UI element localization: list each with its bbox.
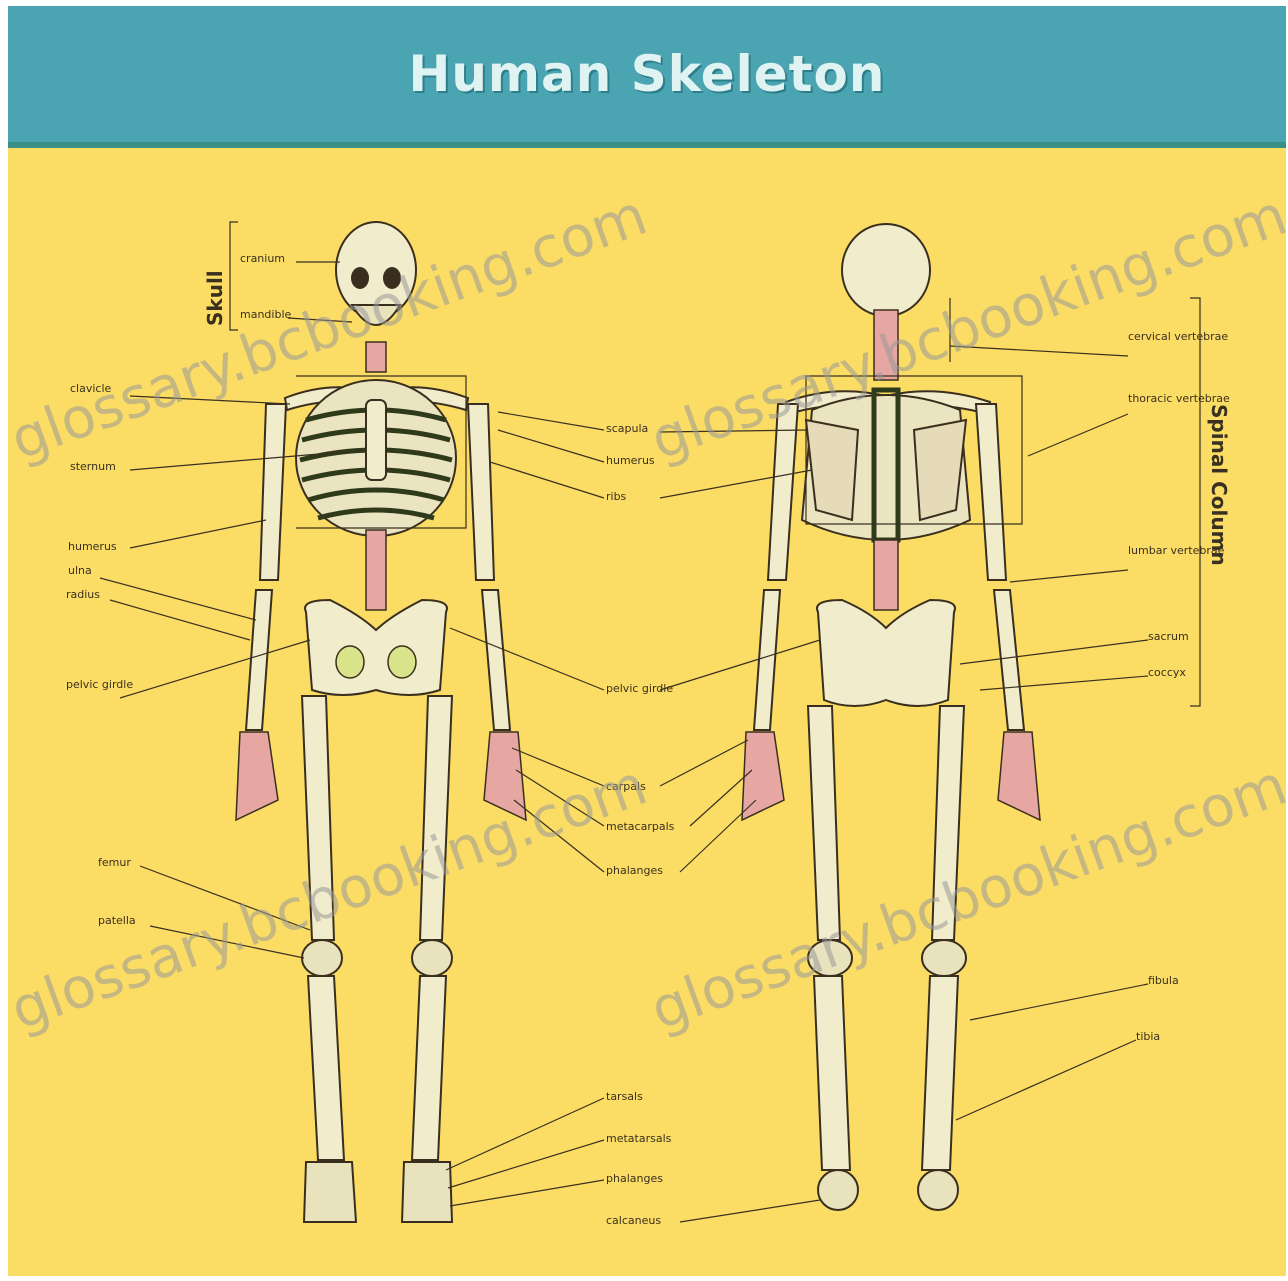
front-right-humerus xyxy=(468,404,494,580)
back-right-heel xyxy=(918,1170,958,1210)
label-ribs: ribs xyxy=(606,490,627,503)
label-tibia: tibia xyxy=(1136,1030,1160,1043)
line-ribs xyxy=(490,462,604,498)
line-pelvis-back xyxy=(660,640,820,690)
front-right-forearm xyxy=(482,590,510,730)
front-left-obturator xyxy=(336,646,364,678)
label-pelvic-girdle: pelvic girdle xyxy=(66,678,133,691)
label-calcaneus: calcaneus xyxy=(606,1214,661,1227)
back-right-forearm xyxy=(994,590,1024,730)
line-phalanges-foot xyxy=(450,1180,604,1206)
label-ulna: ulna xyxy=(68,564,92,577)
spinal-column-side-label: Spinal Column xyxy=(1207,404,1231,566)
front-left-patella xyxy=(302,940,342,976)
watermark-4: glossary.bcbooking.com xyxy=(643,753,1288,1044)
line-pelvic-girdle xyxy=(120,640,310,698)
label-thoracic: thoracic vertebrae xyxy=(1128,392,1230,405)
line-phalanges-back xyxy=(680,800,756,872)
line-ulna xyxy=(100,578,256,620)
label-femur: femur xyxy=(98,856,131,869)
back-left-shin xyxy=(814,976,850,1170)
line-lumbar xyxy=(1010,570,1128,582)
front-sternum xyxy=(366,400,386,480)
line-radius xyxy=(110,600,250,640)
line-calcaneus xyxy=(680,1200,820,1222)
front-left-foot xyxy=(304,1162,356,1222)
line-sacrum xyxy=(960,640,1148,664)
line-carpals-back xyxy=(660,740,748,786)
label-cervical: cervical vertebrae xyxy=(1128,330,1228,343)
line-humerus xyxy=(130,520,266,548)
label-cranium: cranium xyxy=(240,252,285,265)
label-metatarsals: metatarsals xyxy=(606,1132,672,1145)
front-left-hand xyxy=(236,732,278,820)
label-phalanges: phalanges xyxy=(606,864,663,877)
label-pelvic-girdle-mid: pelvic girdle xyxy=(606,682,673,695)
back-left-heel xyxy=(818,1170,858,1210)
watermarks: glossary.bcbooking.com glossary.bcbookin… xyxy=(3,183,1288,1044)
label-scapula: scapula xyxy=(606,422,648,435)
front-right-foot xyxy=(402,1162,452,1222)
line-metatarsals xyxy=(448,1140,604,1188)
label-coccyx: coccyx xyxy=(1148,666,1186,679)
front-left-humerus xyxy=(260,404,286,580)
label-sacrum: sacrum xyxy=(1148,630,1189,643)
front-right-femur xyxy=(420,696,452,940)
line-humerus-right xyxy=(498,430,604,462)
front-left-forearm xyxy=(246,590,272,730)
back-right-shin xyxy=(922,976,958,1170)
spinal-column-bracket: Spinal Column xyxy=(1190,298,1231,706)
label-fibula: fibula xyxy=(1148,974,1179,987)
front-right-obturator xyxy=(388,646,416,678)
label-radius: radius xyxy=(66,588,100,601)
back-lumbar-spine xyxy=(874,540,898,610)
line-scapula xyxy=(498,412,604,430)
back-right-humerus xyxy=(976,404,1006,580)
spinal-bracket-line xyxy=(1190,298,1200,706)
back-right-hand xyxy=(998,732,1040,820)
front-right-patella xyxy=(412,940,452,976)
back-left-femur xyxy=(808,706,840,940)
label-humerus-mid: humerus xyxy=(606,454,655,467)
front-pelvis xyxy=(305,600,447,695)
line-thoracic xyxy=(1028,414,1128,456)
label-tarsals: tarsals xyxy=(606,1090,643,1103)
line-pelvis xyxy=(450,628,604,690)
label-lumbar: lumbar vertebrae xyxy=(1128,544,1225,557)
line-tibia xyxy=(956,1040,1136,1120)
back-pelvis xyxy=(817,600,955,706)
skull-bracket: Skull xyxy=(203,222,238,330)
skull-side-label: Skull xyxy=(203,270,227,326)
front-left-shin xyxy=(308,976,344,1160)
back-skull xyxy=(842,224,930,316)
line-fibula xyxy=(970,984,1148,1020)
label-phalanges-foot: phalanges xyxy=(606,1172,663,1185)
skull-bracket-line xyxy=(230,222,238,330)
line-tarsals xyxy=(446,1098,604,1170)
label-patella: patella xyxy=(98,914,136,927)
label-sternum: sternum xyxy=(70,460,116,473)
label-humerus: humerus xyxy=(68,540,117,553)
front-lumbar-spine xyxy=(366,530,386,610)
front-right-shin xyxy=(412,976,446,1160)
